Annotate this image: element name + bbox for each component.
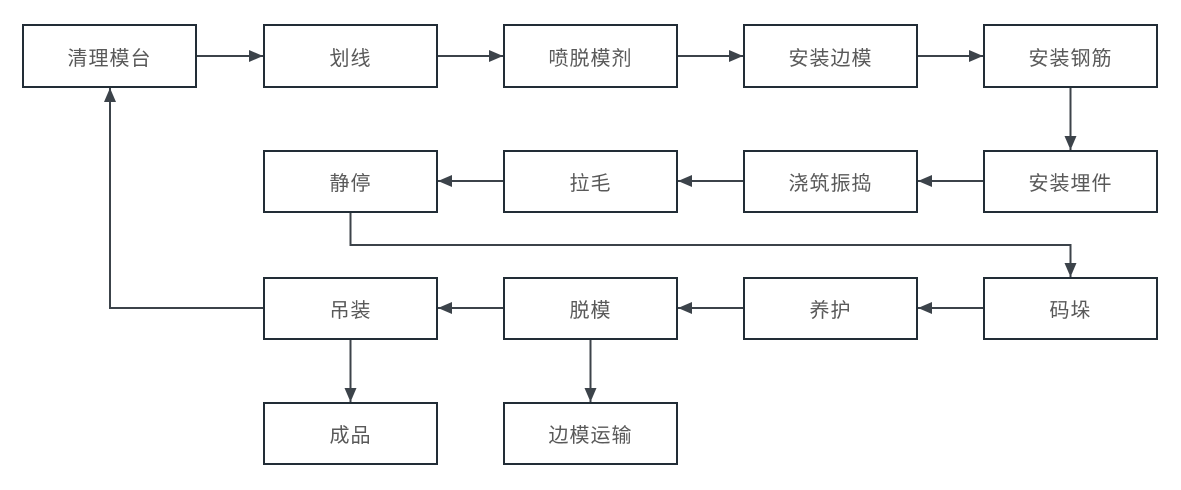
node-label: 安装边模: [788, 47, 873, 70]
node-label: 边模运输: [548, 425, 633, 447]
node-clean-mold-table: 清理模台: [22, 24, 197, 88]
node-label: 养护: [809, 300, 852, 322]
node-pour-and-vibrate: 浇筑振捣: [743, 150, 918, 213]
node-label: 清理模台: [67, 47, 152, 70]
node-label: 安装埋件: [1028, 173, 1113, 195]
node-curing: 养护: [743, 277, 918, 340]
node-resting: 静停: [263, 150, 438, 213]
node-label: 拉毛: [569, 173, 612, 195]
node-label: 码垛: [1049, 300, 1092, 322]
node-label: 吊装: [329, 300, 372, 322]
node-line-marking: 划线: [263, 24, 438, 88]
node-side-form-transport: 边模运输: [503, 402, 678, 465]
node-stacking: 码垛: [983, 277, 1158, 340]
node-label: 浇筑振捣: [788, 173, 873, 195]
node-install-side-forms: 安装边模: [743, 24, 918, 88]
node-install-rebar: 安装钢筋: [983, 24, 1158, 88]
node-spray-release-agent: 喷脱模剂: [503, 24, 678, 88]
node-install-embeds: 安装埋件: [983, 150, 1158, 213]
node-label: 喷脱模剂: [548, 47, 633, 70]
node-demolding: 脱模: [503, 277, 678, 340]
node-label: 安装钢筋: [1028, 47, 1113, 70]
node-label: 划线: [329, 47, 372, 70]
node-finished-product: 成品: [263, 402, 438, 465]
node-roughening: 拉毛: [503, 150, 678, 213]
edge-lifting-to-clean-mold-table: [104, 88, 263, 309]
node-label: 成品: [329, 425, 372, 447]
node-lifting: 吊装: [263, 277, 438, 340]
edge-resting-to-stacking: [349, 213, 1077, 277]
node-label: 静停: [329, 173, 372, 195]
node-label: 脱模: [569, 300, 612, 322]
